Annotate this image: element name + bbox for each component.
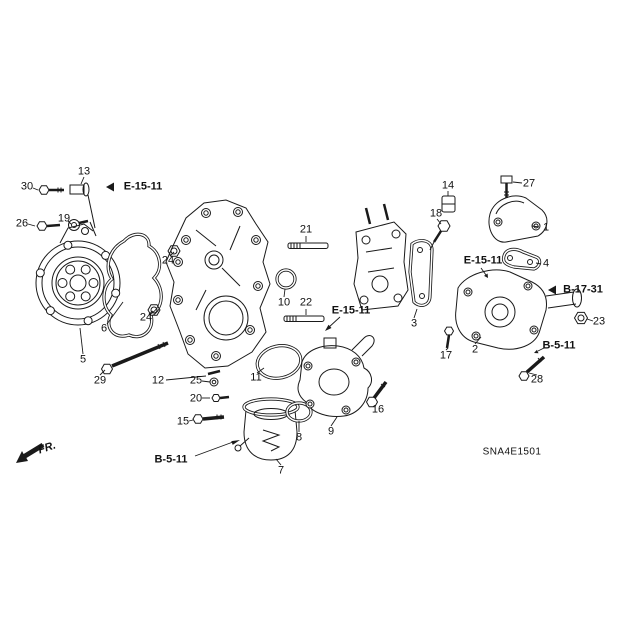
pump-gasket-drawing: [102, 232, 163, 339]
part-callout-12[interactable]: 12: [151, 374, 165, 387]
ref-b-5-11-right[interactable]: B-5-11: [542, 339, 576, 352]
leader-lines: [27, 176, 594, 466]
part-callout-11[interactable]: 11: [250, 371, 262, 384]
part-callout-9[interactable]: 9: [327, 425, 335, 438]
gasket-11-drawing: [255, 344, 303, 380]
ref-b-17-31[interactable]: B-17-31: [563, 283, 603, 296]
part-callout-19[interactable]: 19: [57, 212, 71, 225]
stud-bolts-drawing: [283, 242, 329, 322]
part-callout-28[interactable]: 28: [530, 373, 544, 386]
water-pump-drawing: [35, 194, 121, 326]
part-callout-20[interactable]: 20: [189, 392, 203, 405]
part-callout-13[interactable]: 13: [77, 165, 91, 178]
part-callout-24-b[interactable]: 24: [139, 311, 153, 324]
center-bracket-drawing: [353, 203, 409, 311]
part-callout-17[interactable]: 17: [439, 349, 453, 362]
chain-case-plate-drawing: [165, 199, 271, 369]
part-callout-6[interactable]: 6: [100, 322, 108, 335]
fasteners-drawing: [36, 175, 589, 424]
part-callout-7[interactable]: 7: [277, 464, 285, 477]
part-callout-4[interactable]: 4: [542, 257, 550, 270]
part-callout-3[interactable]: 3: [410, 317, 418, 330]
part-callout-26[interactable]: 26: [15, 217, 29, 230]
part-callout-14[interactable]: 14: [441, 179, 455, 192]
cover-1-drawing: [488, 195, 548, 243]
ref-e-15-11-right[interactable]: E-15-11: [463, 254, 503, 267]
part-callout-15[interactable]: 15: [176, 415, 190, 428]
part-callout-22[interactable]: 22: [299, 296, 313, 309]
part-callout-1[interactable]: 1: [542, 221, 550, 234]
part-callout-5[interactable]: 5: [79, 353, 87, 366]
part-callout-24-a[interactable]: 24: [161, 254, 175, 267]
thermostat-housing-drawing: [297, 335, 375, 417]
fr-direction-arrow: [16, 443, 45, 463]
part-callout-16[interactable]: 16: [371, 403, 385, 416]
part-callout-10[interactable]: 10: [277, 296, 291, 309]
ref-e-15-11-center[interactable]: E-15-11: [331, 304, 371, 317]
part-callout-8[interactable]: 8: [295, 431, 303, 444]
part-callout-27[interactable]: 27: [522, 177, 536, 190]
ref-e-15-11-top-left[interactable]: E-15-11: [123, 180, 163, 193]
diagram-code: SNA4E1501: [482, 446, 542, 458]
ref-arrows: [106, 182, 556, 457]
part-callout-30[interactable]: 30: [20, 180, 34, 193]
part-callout-23[interactable]: 23: [592, 315, 606, 328]
water-outlet-drawing: [455, 269, 582, 350]
part-callout-25[interactable]: 25: [189, 374, 203, 387]
temp-sensor-drawing: [429, 195, 456, 251]
part-callout-21[interactable]: 21: [299, 223, 313, 236]
part-callout-29[interactable]: 29: [93, 374, 107, 387]
thermostat-drawing: [234, 397, 300, 461]
part-callout-2[interactable]: 2: [471, 343, 479, 356]
gasket-3-drawing: [408, 239, 434, 307]
ref-b-5-11-left[interactable]: B-5-11: [154, 453, 188, 466]
oring-10-drawing: [275, 268, 297, 290]
part-callout-18[interactable]: 18: [429, 207, 443, 220]
gasket-4-drawing: [501, 247, 542, 271]
